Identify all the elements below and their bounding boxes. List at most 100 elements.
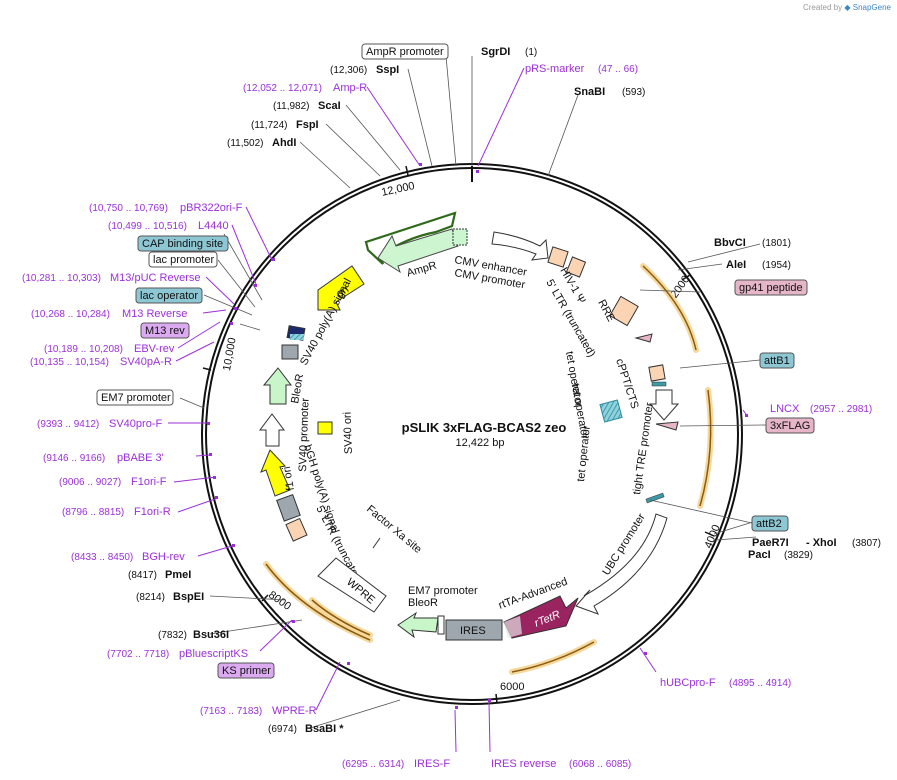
primer-f1ori-f[interactable]: (9006 .. 9027) F1ori-F	[59, 476, 167, 488]
primer-bgh-rev[interactable]: (8433 .. 8450) BGH-rev	[71, 551, 185, 563]
svg-text:(10,268 .. 10,284): (10,268 .. 10,284)	[31, 309, 110, 320]
primer-sv40pa-r[interactable]: (10,135 .. 10,154) SV40pA-R	[30, 356, 172, 368]
primer-l4440[interactable]: (10,499 .. 10,516) L4440	[108, 220, 229, 232]
primer-ires-reverse[interactable]: IRES reverse (6068 .. 6085)	[491, 758, 631, 770]
tre-promoter-feature[interactable]	[648, 389, 680, 421]
boxed-gp41[interactable]: gp41 peptide	[734, 279, 808, 296]
svg-text:(10,189 .. 10,208): (10,189 .. 10,208)	[44, 344, 123, 355]
primer-m13-puc-reverse[interactable]: (10,281 .. 10,303) M13/pUC Reverse	[22, 272, 200, 284]
primer-pbr322ori-f[interactable]: (10,750 .. 10,769) pBR322ori-F	[89, 202, 243, 214]
enzyme-bsu36i[interactable]: (7832) Bsu36I	[158, 629, 229, 641]
primer-wpre-r[interactable]: (7163 .. 7183) WPRE-R	[200, 705, 317, 717]
svg-text:M13 Reverse: M13 Reverse	[122, 308, 187, 320]
svg-text:SgrDI: SgrDI	[481, 46, 510, 58]
boxed-3xflag[interactable]: 3xFLAG	[765, 417, 815, 434]
tet-operator-label-3: tet operator	[575, 425, 593, 483]
primer-hubcpro-f[interactable]: hUBCpro-F (4895 .. 4914)	[660, 677, 791, 689]
gp41-feature[interactable]	[634, 333, 653, 343]
svg-text:M13 rev: M13 rev	[145, 325, 185, 337]
svg-text:BGH-rev: BGH-rev	[142, 551, 185, 563]
bleor-feature[interactable]	[262, 367, 293, 405]
enzyme-paci[interactable]: PacI (3829)	[748, 549, 813, 561]
cppt-feature[interactable]	[648, 364, 666, 382]
svg-text:(9006 .. 9027): (9006 .. 9027)	[59, 477, 121, 488]
svg-text:(9146 .. 9166): (9146 .. 9166)	[43, 453, 105, 464]
rtetr-feature[interactable]	[503, 595, 579, 639]
boxed-em7-promoter[interactable]: EM7 promoter	[96, 389, 174, 406]
svg-text:SV40pro-F: SV40pro-F	[109, 418, 162, 430]
primer-lncx[interactable]: LNCX (2957 .. 2981)	[770, 403, 872, 415]
boxed-ampr-promoter[interactable]: AmpR promoter	[361, 43, 449, 60]
flag3x-feature[interactable]	[655, 421, 679, 431]
ampr-label: AmpR	[405, 260, 438, 280]
enzyme-paer7i-xhoi[interactable]: PaeR7I - XhoI (3807)	[752, 537, 881, 549]
svg-text:(7163 .. 7183): (7163 .. 7183)	[200, 706, 262, 717]
svg-text:(6295 .. 6314): (6295 .. 6314)	[342, 759, 404, 770]
primer-ires-f[interactable]: (6295 .. 6314) IRES-F	[342, 758, 450, 770]
enzyme-alei[interactable]: AleI (1954)	[726, 259, 791, 271]
enzyme-ahdi[interactable]: (11,502) AhdI	[227, 137, 296, 149]
boxed-lac-promoter[interactable]: lac promoter	[148, 251, 218, 268]
em7-bottom-feature[interactable]	[437, 615, 445, 635]
enzyme-bbvci[interactable]: BbvCI (1801)	[714, 237, 791, 249]
enzyme-sgrdi[interactable]: SgrDI (1)	[481, 46, 537, 58]
svg-text:BsaBI *: BsaBI *	[305, 723, 344, 735]
svg-text:(3807): (3807)	[852, 538, 881, 549]
svg-text:gp41 peptide: gp41 peptide	[739, 282, 803, 294]
ampr-promoter-feature[interactable]	[452, 228, 468, 246]
ori-feature[interactable]	[317, 265, 365, 311]
svg-text:hUBCpro-F: hUBCpro-F	[660, 677, 716, 689]
hiv-psi-feature[interactable]	[565, 256, 587, 278]
bleor-bottom-feature[interactable]	[397, 611, 439, 639]
ltr5-top-feature[interactable]	[547, 246, 569, 268]
svg-text:(1801): (1801)	[762, 238, 791, 249]
boxed-m13-rev[interactable]: M13 rev	[140, 322, 190, 339]
boxed-attb2[interactable]: attB2	[751, 515, 789, 532]
ltr5-lower-feature[interactable]	[285, 517, 308, 542]
boxed-ks-primer[interactable]: KS primer	[217, 662, 275, 679]
enzyme-pmei[interactable]: (8417) PmeI	[128, 569, 191, 581]
svg-text:(593): (593)	[622, 87, 645, 98]
svg-text:BbvCI: BbvCI	[714, 237, 746, 249]
boxed-cap-site[interactable]: CAP binding site	[137, 235, 229, 252]
enzyme-scai[interactable]: (11,982) ScaI	[273, 100, 341, 112]
svg-text:- XhoI: - XhoI	[806, 537, 837, 549]
f1-ori-feature[interactable]	[260, 449, 291, 497]
primer-sv40pro-f[interactable]: (9393 .. 9412) SV40pro-F	[37, 418, 162, 430]
svg-text:(8417): (8417)	[128, 570, 157, 581]
svg-text:IRES-F: IRES-F	[414, 758, 450, 770]
sv40-promoter-feature[interactable]	[259, 413, 285, 447]
bgh-polya-feature[interactable]	[276, 493, 301, 522]
attb1-feature[interactable]	[651, 381, 667, 387]
rre-feature[interactable]	[609, 295, 639, 327]
primer-amp-r[interactable]: (12,052 .. 12,071) Amp-R	[243, 82, 367, 94]
primer-pbabe-3[interactable]: (9146 .. 9166) pBABE 3'	[43, 452, 164, 464]
primer-m13-reverse[interactable]: (10,268 .. 10,284) M13 Reverse	[31, 308, 187, 320]
boxed-lac-operator[interactable]: lac operator	[135, 287, 203, 304]
enzyme-bsabi[interactable]: (6974) BsaBI *	[268, 723, 344, 735]
enzyme-fspi[interactable]: (11,724) FspI	[251, 119, 319, 131]
primer-pbluescriptks[interactable]: (7702 .. 7718) pBluescriptKS	[107, 648, 248, 660]
tet-operator-feature[interactable]	[599, 399, 623, 423]
wpre-feature[interactable]	[317, 557, 387, 613]
svg-text:(11,724): (11,724)	[251, 120, 288, 131]
enzyme-bspei[interactable]: (8214) BspEI	[136, 591, 204, 603]
leader-lines	[179, 55, 767, 729]
svg-text:(8433 .. 8450): (8433 .. 8450)	[71, 552, 133, 563]
ubc-promoter-feature[interactable]	[575, 513, 668, 615]
enzyme-snabi[interactable]: SnaBI (593)	[574, 86, 645, 98]
ires-feature[interactable]	[445, 619, 503, 641]
svg-text:(2957 .. 2981): (2957 .. 2981)	[810, 404, 872, 415]
bleor-gray-block[interactable]	[281, 344, 299, 360]
primer-prs-marker[interactable]: pRS-marker (47 .. 66)	[525, 63, 638, 75]
svg-text:M13/pUC Reverse: M13/pUC Reverse	[110, 272, 200, 284]
primer-f1ori-r[interactable]: (8796 .. 8815) F1ori-R	[62, 506, 171, 518]
svg-text:AmpR promoter: AmpR promoter	[366, 46, 444, 58]
sv40-ori-feature[interactable]	[317, 421, 333, 435]
svg-text:(9393 .. 9412): (9393 .. 9412)	[37, 419, 99, 430]
enzyme-sspi[interactable]: (12,306) SspI	[330, 64, 399, 76]
boxed-attb1[interactable]: attB1	[759, 352, 795, 369]
primer-ebv-rev[interactable]: (10,189 .. 10,208) EBV-rev	[44, 343, 175, 355]
svg-text:LNCX: LNCX	[770, 403, 800, 415]
cmv-enhancer-feature[interactable]	[491, 231, 549, 261]
